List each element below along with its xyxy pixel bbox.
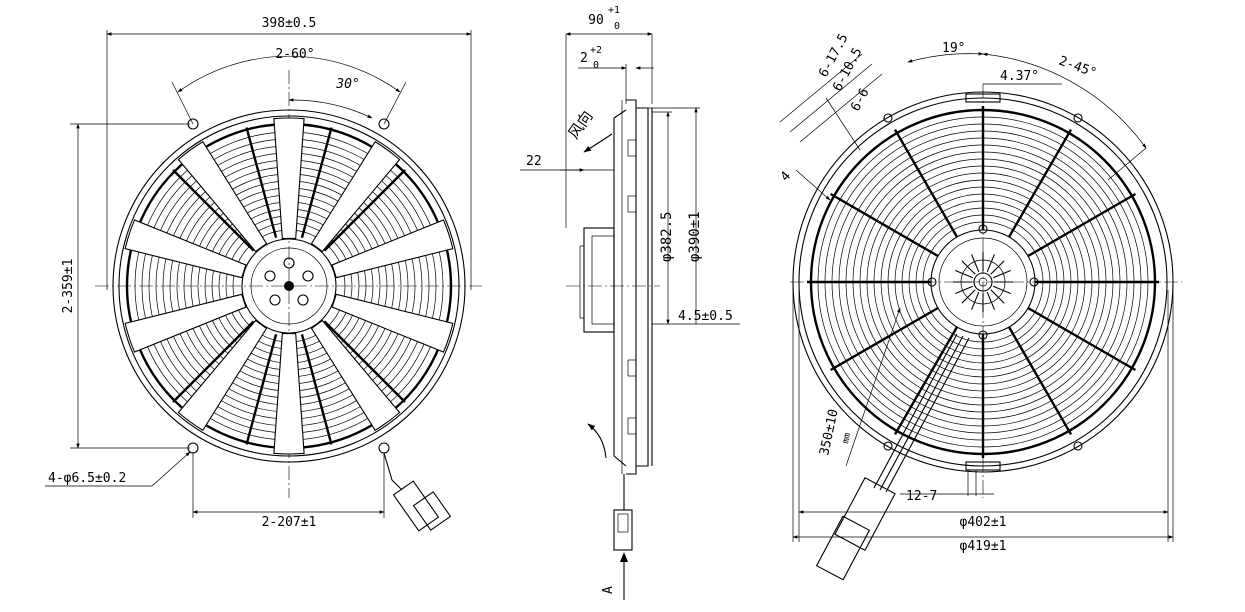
hub-fin <box>986 291 995 310</box>
guard-spoke <box>245 333 278 445</box>
rear-slot-3-dim: 6-6 <box>848 86 872 114</box>
side-connector <box>613 509 633 551</box>
guard-spoke <box>172 169 255 252</box>
guard-spoke <box>300 127 333 239</box>
front-hub-hole <box>283 257 295 269</box>
mounting-hole <box>378 118 390 130</box>
side-view: 90 +1 0 2 +2 0 风向 22 φ382.5 φ390±1 4.5±0… <box>520 5 740 600</box>
guard-spoke <box>893 326 959 436</box>
hub-fin <box>961 289 976 304</box>
hub-fin <box>971 254 980 273</box>
front-shaft <box>284 281 294 291</box>
front-mounting-holes-label: 4-φ6.5±0.2 <box>48 471 126 486</box>
side-inner-diameter-dim: φ382.5 <box>659 211 675 262</box>
rear-motor-hub <box>930 229 1036 335</box>
front-hub-hole <box>269 294 281 306</box>
rear-view: 6-17.5 6-10.5 6-6 19° 4.37° 2-45° 4 350±… <box>778 31 1182 581</box>
side-offset-tol-upper: +2 <box>590 45 602 56</box>
fan-blade <box>310 141 401 253</box>
front-view: 398±0.5 2-60° 30° 2-359±1 2-207±1 4-φ6.5… <box>45 16 482 532</box>
fan-blade <box>177 141 268 253</box>
side-hub-offset-dim: 22 <box>526 154 542 169</box>
mounting-hole <box>378 442 390 454</box>
side-depth-tol-lower: 0 <box>614 21 620 32</box>
fan-blade <box>273 117 305 240</box>
rear-angle-a-dim: 19° <box>942 41 965 56</box>
front-hub <box>241 238 337 334</box>
rear-guard-spokes <box>807 106 1159 458</box>
side-flange-thickness-dim: 4.5±0.5 <box>678 309 733 324</box>
rear-wire-length-unit: mm <box>841 432 853 445</box>
hub-fin <box>955 285 974 294</box>
guard-spoke <box>323 320 406 403</box>
rear-connector <box>834 477 896 551</box>
hub-fin <box>990 289 1005 304</box>
rear-slot-width-dim: 12-7 <box>906 489 937 504</box>
hub-fin <box>986 254 995 273</box>
hub-fin <box>992 270 1011 279</box>
hub-fin <box>992 285 1011 294</box>
guard-spoke <box>172 320 255 403</box>
side-offset-dim: 2 <box>580 51 588 66</box>
rear-angle-b-dim: 4.37° <box>1000 69 1039 84</box>
rear-hub-fins <box>953 252 1013 312</box>
guard-spoke <box>1027 306 1137 372</box>
side-depth-tol-upper: +1 <box>608 5 620 16</box>
guard-spoke <box>300 333 333 445</box>
fan-blade <box>331 293 454 353</box>
hub-fin <box>990 260 1005 275</box>
guard-spoke <box>1007 326 1073 436</box>
front-overall-width-dim: 398±0.5 <box>262 16 317 31</box>
side-offset-tol-lower: 0 <box>593 60 599 71</box>
guard-spoke <box>829 192 939 258</box>
front-hub-hole <box>297 294 309 306</box>
rear-wire-length-dim: 350±10 <box>817 408 841 457</box>
guard-spoke <box>1027 192 1137 258</box>
guard-spoke <box>893 128 959 238</box>
side-air-direction-label: 风向 <box>565 107 597 142</box>
guard-spoke <box>1007 128 1073 238</box>
rear-outer-diameter-dim: φ419±1 <box>960 539 1007 554</box>
guard-spoke <box>323 169 406 252</box>
guard-spoke <box>245 127 278 239</box>
hub-fin <box>961 260 976 275</box>
front-hub-hole <box>264 270 276 282</box>
rear-wire-harness <box>815 333 970 581</box>
front-hub-inner <box>250 247 328 325</box>
front-fan-blades <box>124 117 454 455</box>
front-bolt-angle-dim: 2-60° <box>275 47 314 62</box>
side-motor <box>583 227 615 333</box>
fan-blade <box>310 319 401 431</box>
hub-fin <box>955 270 974 279</box>
front-hole-spacing-v-dim: 2-359±1 <box>61 259 76 314</box>
front-blade-angle-dim: 30° <box>335 77 359 92</box>
front-hub-hole <box>302 270 314 282</box>
guard-spoke <box>829 306 939 372</box>
fan-blade <box>331 219 454 279</box>
side-outer-diameter-dim: φ390±1 <box>687 211 703 262</box>
fan-blade <box>124 219 247 279</box>
hub-fin <box>971 291 980 310</box>
fan-blade <box>273 332 305 455</box>
rear-corner-label: 4 <box>778 169 795 185</box>
side-depth-dim: 90 <box>588 13 604 28</box>
fan-blade <box>124 293 247 353</box>
front-connector <box>383 452 452 532</box>
fan-blade <box>177 319 268 431</box>
front-hole-spacing-h-dim: 2-207±1 <box>262 515 317 530</box>
side-view-label-a: A <box>601 586 616 594</box>
rear-inner-diameter-dim: φ402±1 <box>960 515 1007 530</box>
